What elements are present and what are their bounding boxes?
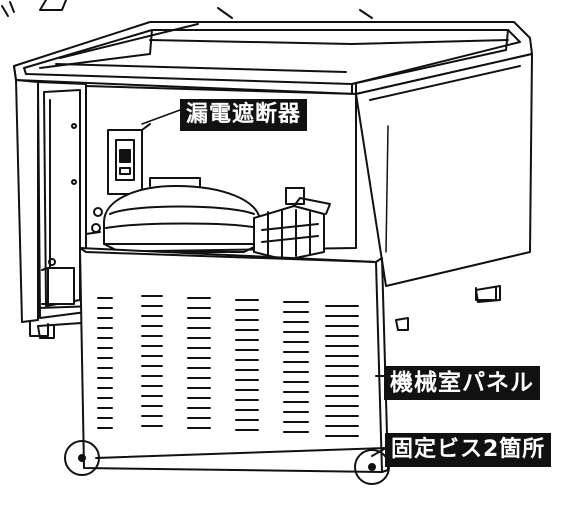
left-foot [29,321,49,337]
screw-circle-left [64,440,100,476]
condenser [253,187,331,261]
cabinet-right-side [355,53,533,331]
back-wall-hole-1 [93,207,103,217]
back-wall-hole-2 [91,223,101,233]
machine-room-panel [79,247,389,473]
breaker-label: 漏電遮断器 [180,99,308,131]
right-foot [475,287,497,301]
left-bracket [41,258,75,305]
compressor [103,177,261,253]
screws-leader-left [95,447,387,459]
vent-slots [97,295,359,437]
breaker-box [107,109,181,195]
fixing-screws-label: 固定ビス2箇所 [385,433,552,467]
screw-circle-right [354,449,390,485]
corner-mark [1,1,15,17]
machine-room-panel-label: 機械室パネル [384,366,540,400]
cabinet-top-frame [13,21,533,95]
